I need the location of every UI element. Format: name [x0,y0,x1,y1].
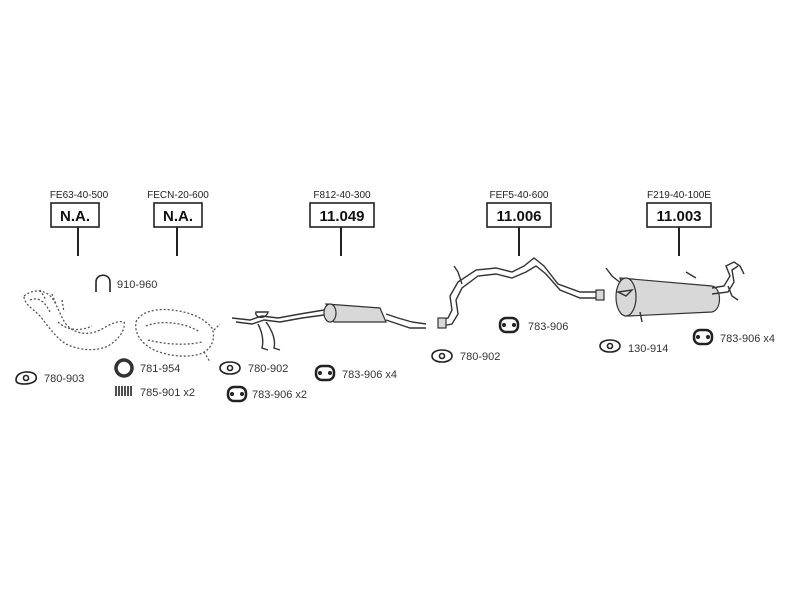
part-780-903: 780-903 [15,371,84,385]
component-value-box [50,202,100,228]
part-label: 910-960 [117,279,157,291]
part-783-906-x4-b: 783-906 x4 [692,328,775,346]
part-label: 780-902 [248,363,288,375]
part-785-901: 785-901 x2 [114,386,195,399]
rear-silencer-drawing [605,261,745,323]
part-label: 780-903 [44,373,84,385]
part-780-902-b: 780-902 [431,349,500,363]
rubber-mount-icon [314,364,336,382]
part-label: 783-906 [528,321,568,333]
component-value: 11.003 [656,208,701,225]
gasket-icon [599,339,621,353]
gasket-icon [15,371,38,385]
part-label: 785-901 x2 [140,387,195,399]
component-code: F219-40-100E [647,190,711,201]
part-783-906-x4-a: 783-906 x4 [314,364,397,382]
component-code: FEF5-40-600 [490,190,549,201]
component-value-box [153,202,203,228]
component-fef5-40-600: FEF5-40-600 11.006 [486,190,552,256]
spring-icon [114,386,132,396]
part-130-914: 130-914 [599,339,668,355]
component-value: 11.006 [496,208,541,225]
intermediate-pipe-drawing [437,257,605,329]
part-910-960: 910-960 [95,274,157,292]
part-781-954: 781-954 [114,358,180,378]
part-780-902-a: 780-902 [219,361,288,375]
gasket-hole-icon [22,374,30,382]
u-clamp-icon [95,274,111,292]
part-label: 781-954 [140,363,180,375]
component-value: N.A. [60,208,90,225]
component-fe63-40-500: FE63-40-500 N.A. [50,190,109,256]
component-code: F812-40-300 [313,190,371,201]
component-value: N.A. [163,208,193,225]
part-label: 783-906 x4 [720,333,775,345]
sealing-ring-icon [114,358,134,378]
component-fecn-20-600: FECN-20-600 N.A. [147,190,209,256]
component-value: 11.049 [319,208,364,225]
component-code: FECN-20-600 [147,190,209,201]
part-783-906: 783-906 [498,316,568,334]
rubber-mount-icon [498,316,520,334]
rubber-mount-icon [226,385,248,403]
part-label: 780-902 [460,351,500,363]
gasket-hole-icon [226,364,234,372]
part-783-906-x2: 783-906 x2 [226,385,307,403]
gasket-hole-icon [438,352,446,360]
component-value-box [646,202,712,228]
part-label: 130-914 [628,343,668,355]
gasket-icon [219,361,241,375]
exhaust-manifold-drawing [23,289,125,351]
rubber-mount-icon [692,328,714,346]
part-label: 783-906 x2 [252,389,307,401]
component-code: FE63-40-500 [50,190,109,201]
component-value-box [309,202,375,228]
gasket-hole-icon [606,342,614,350]
front-pipe-middle-silencer-drawing [231,303,427,351]
catalytic-converter-drawing [135,308,221,363]
gasket-icon [431,349,453,363]
component-f219-40-100e: F219-40-100E 11.003 [646,190,712,256]
component-f812-40-300: F812-40-300 11.049 [309,190,375,256]
part-label: 783-906 x4 [342,369,397,381]
